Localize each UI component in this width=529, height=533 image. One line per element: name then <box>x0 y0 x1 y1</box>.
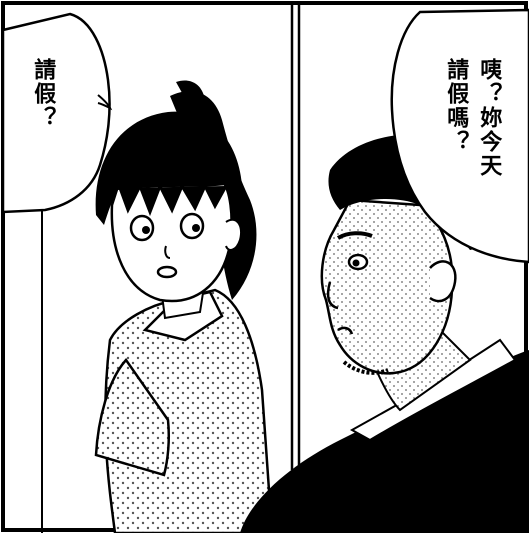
woman-face <box>110 178 233 303</box>
man-face <box>320 198 454 375</box>
woman-eye-right <box>179 212 205 240</box>
man-pupil <box>352 259 360 267</box>
speech-text-right-line1: 咦？妳今天 <box>476 58 502 178</box>
man-beard <box>342 360 389 375</box>
woman-mouth <box>156 265 178 279</box>
man-collar <box>349 338 517 442</box>
woman-figure <box>94 80 274 533</box>
speech-bubble-right <box>390 8 529 264</box>
woman-bangs <box>118 182 228 217</box>
woman-nose <box>164 245 171 259</box>
woman-ear <box>225 218 242 251</box>
speech-bubble-left <box>1 12 111 214</box>
man-eyebrow <box>336 231 373 240</box>
woman-hair-tie <box>176 80 204 100</box>
speech-bubble-left-tail <box>97 94 113 111</box>
man-nose <box>326 281 339 310</box>
man-jacket <box>240 350 529 533</box>
speech-text-right-line2: 請假嗎？ <box>443 58 469 154</box>
woman-pupil-right <box>192 224 200 232</box>
man-mouth <box>337 326 354 335</box>
woman-pupil-left <box>142 226 150 234</box>
speech-text-left: 請假？ <box>30 58 56 130</box>
woman-eye-left <box>129 214 155 242</box>
woman-sleeve <box>94 357 171 477</box>
woman-hair <box>95 111 243 225</box>
man-ear <box>429 260 457 303</box>
